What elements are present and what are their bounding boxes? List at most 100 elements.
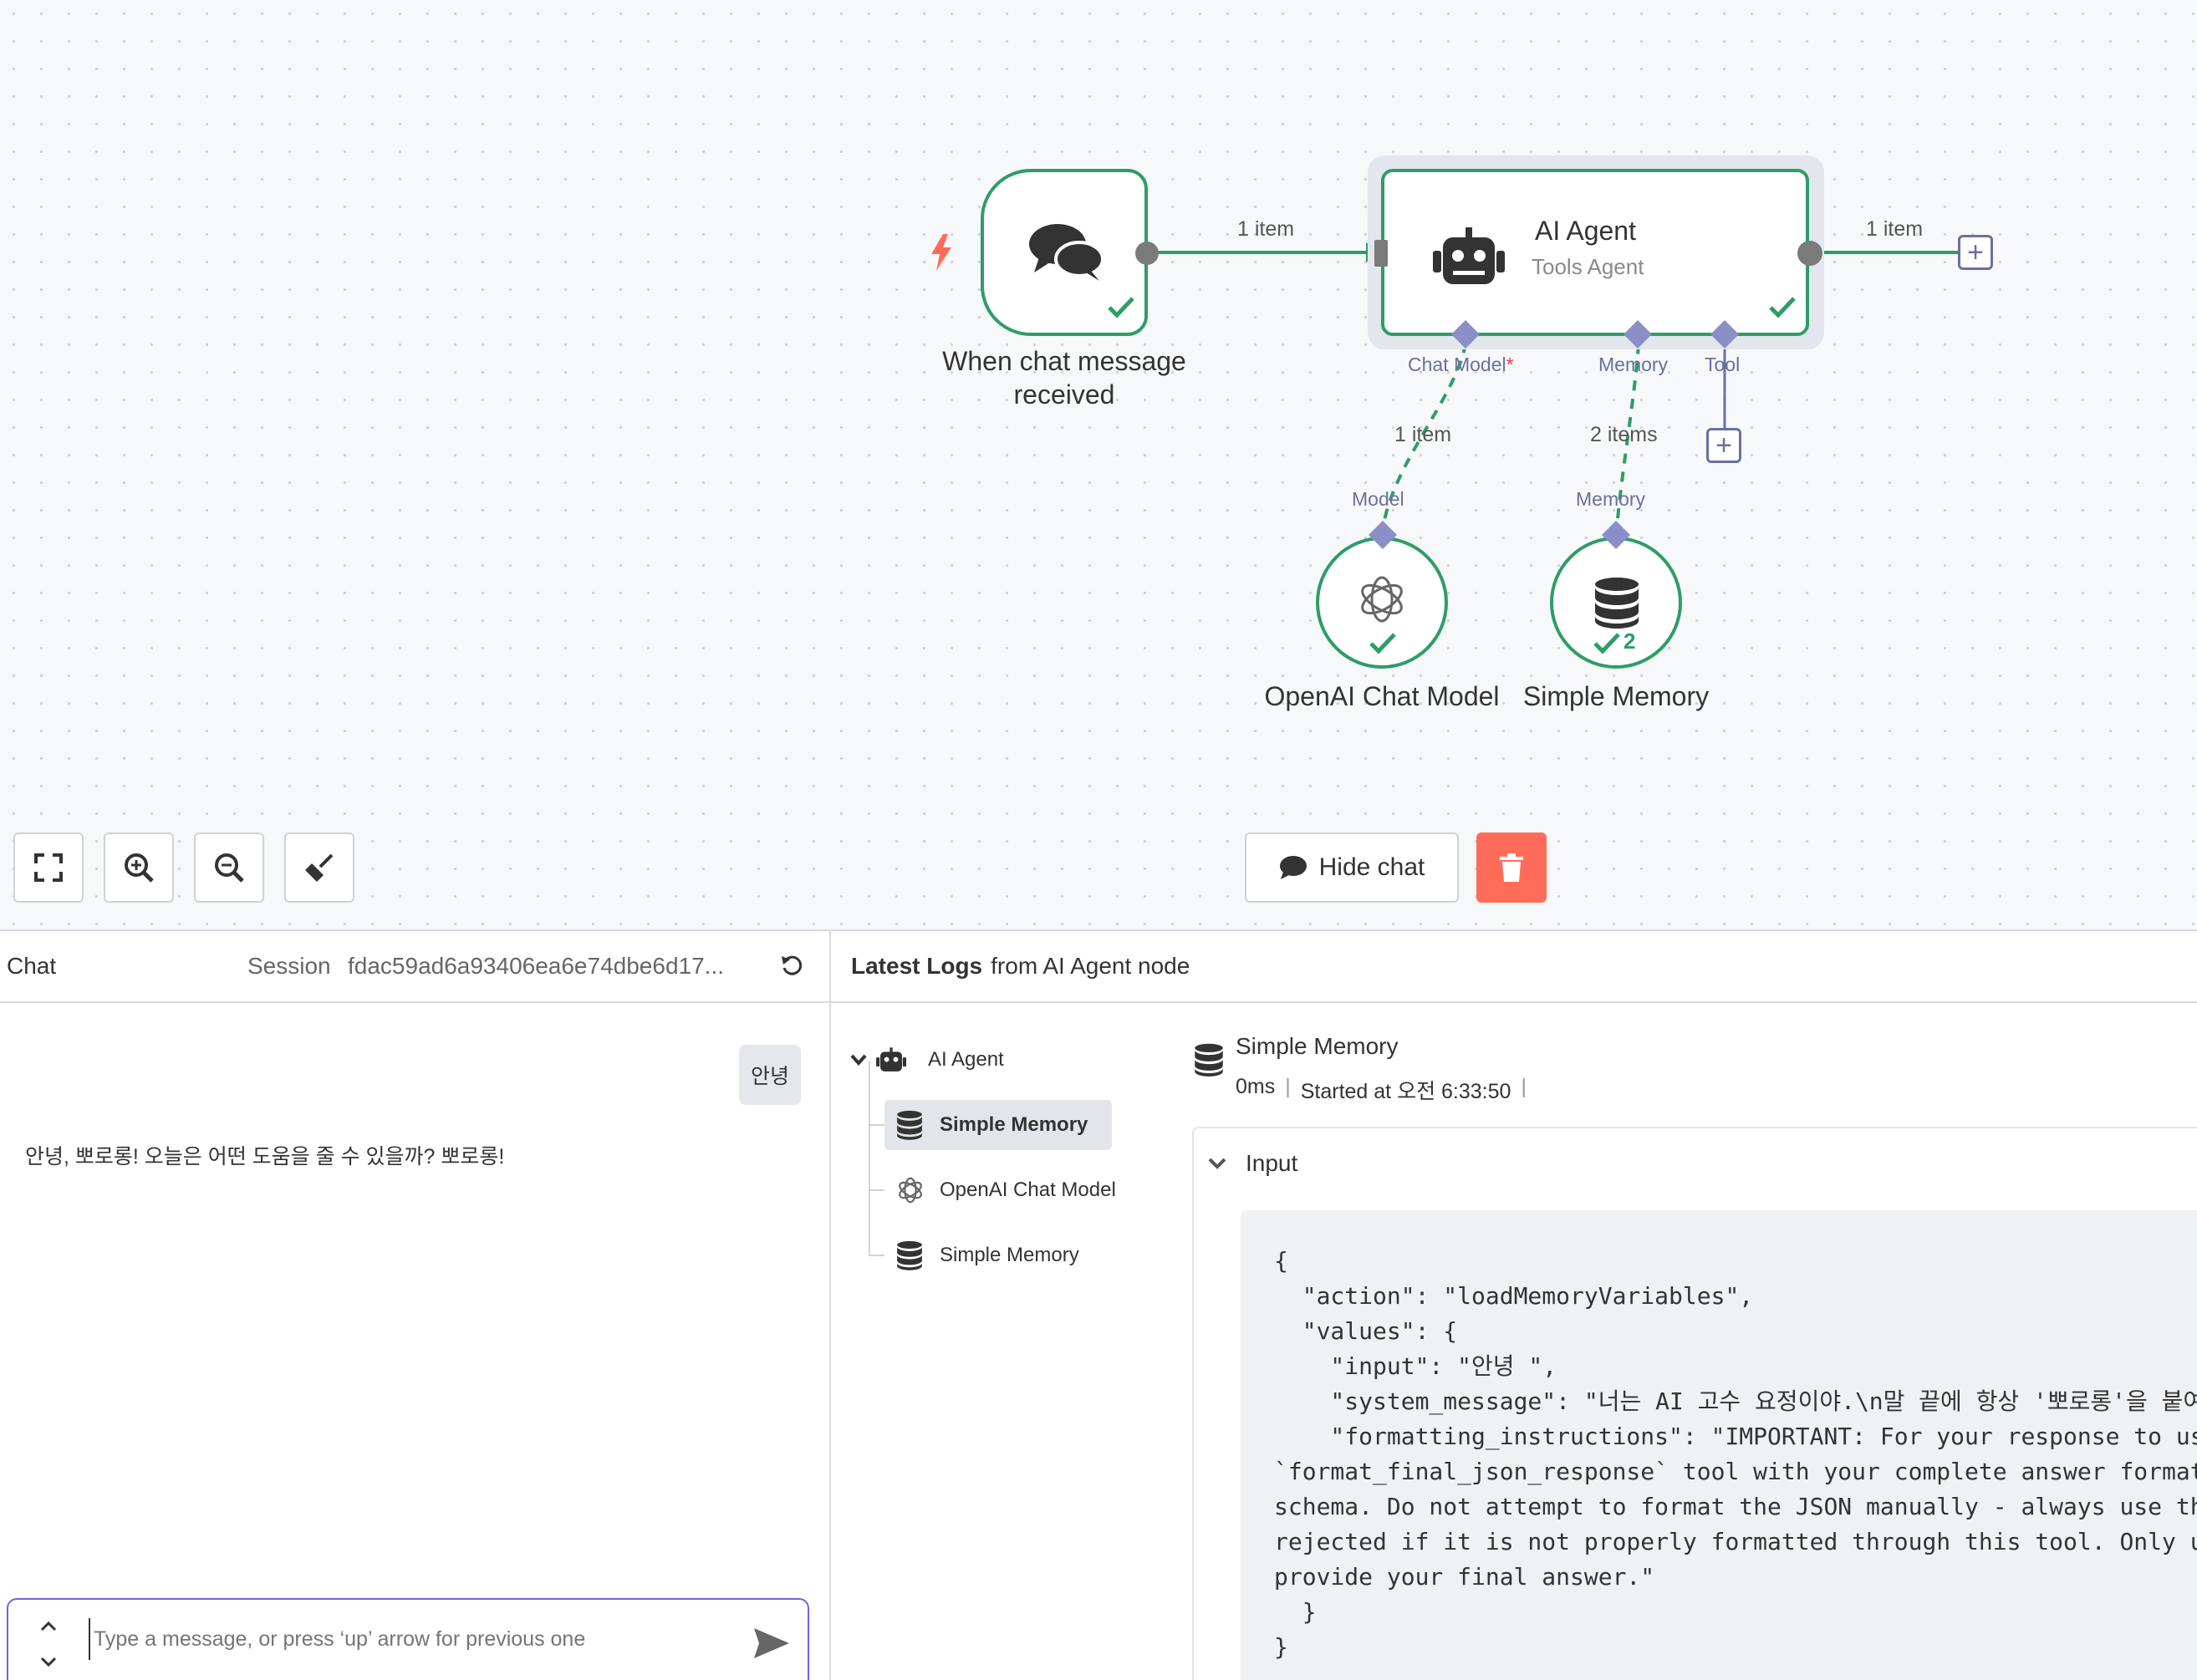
reset-session-icon[interactable] (781, 955, 803, 976)
zoom-out-button[interactable] (194, 832, 264, 903)
history-arrows-icon[interactable] (38, 1620, 59, 1668)
chat-bubbles-icon (1029, 224, 1104, 281)
edge-label-model-agent: 1 item (1394, 423, 1452, 446)
user-message: 안녕 (739, 1045, 802, 1105)
edges-layer (1147, 242, 1960, 537)
database-icon (1195, 1043, 1223, 1077)
lightning-icon (931, 234, 951, 271)
tree-item-label: OpenAI Chat Model (940, 1179, 1116, 1201)
port-label-chat-model: Chat Model* (1408, 354, 1514, 375)
log-detail-title: Simple Memory (1236, 1033, 1399, 1059)
tree-root-label: AI Agent (928, 1048, 1004, 1071)
port-label-memory: Memory (1598, 354, 1669, 375)
openai-icon (899, 1177, 922, 1204)
ai-agent-node[interactable]: AI Agent Tools Agent (1381, 169, 1809, 336)
user-message-text: 안녕 (751, 1065, 790, 1088)
memory-run-count: 2 (1624, 629, 1636, 654)
meta-separator: | (1285, 1075, 1291, 1098)
tree-item-label: Simple Memory (940, 1113, 1088, 1136)
code-line: { (1274, 1247, 1288, 1275)
database-icon (1595, 578, 1639, 629)
edge-label-memory-agent: 2 items (1590, 423, 1658, 446)
code-line: "values": { (1274, 1317, 1458, 1345)
chat-message-input[interactable] (89, 1618, 732, 1660)
send-icon[interactable] (752, 1627, 791, 1660)
tree-item-openai-chat-model[interactable]: OpenAI Chat Model (896, 1173, 1116, 1207)
success-check-icon (1769, 297, 1796, 318)
tree-item-simple-memory-selected[interactable]: Simple Memory (884, 1100, 1112, 1150)
success-check-icon (1108, 297, 1134, 318)
log-started: Started at 오전 6:33:50 (1300, 1080, 1511, 1103)
code-line: schema. Do not attempt to format the JSO… (1274, 1493, 2197, 1520)
input-json-code: { "action": "loadMemoryVariables", "valu… (1241, 1210, 2197, 1680)
edge-model-agent[interactable] (1380, 344, 1467, 537)
tree-lines (869, 1061, 884, 1256)
required-mark: * (1506, 354, 1514, 375)
input-section-label: Input (1246, 1150, 1298, 1176)
zoom-in-icon (125, 853, 154, 883)
tree-item-simple-memory[interactable]: Simple Memory (896, 1239, 1079, 1272)
session-id: fdac59ad6a93406ea6e74dbe6d17... (348, 953, 724, 979)
edge-label-agent-out: 1 item (1866, 217, 1924, 241)
workflow-canvas[interactable]: When chat message received AI Agent Tool… (0, 0, 2197, 929)
zoom-out-icon (215, 853, 244, 883)
ai-agent-subtitle: Tools Agent (1532, 254, 1644, 279)
chat-panel: Chat Session fdac59ad6a93406ea6e74dbe6d1… (0, 929, 831, 1680)
trash-icon (1500, 853, 1523, 882)
success-check-icon (1369, 633, 1396, 654)
code-line: "formatting_instructions": "IMPORTANT: F… (1274, 1423, 2197, 1450)
trigger-node[interactable] (981, 169, 1148, 336)
success-check-icon (1593, 633, 1620, 654)
chat-bubble-icon (1279, 856, 1307, 879)
code-line: "input": "안녕 ", (1274, 1352, 1557, 1380)
zoom-in-button[interactable] (104, 832, 174, 903)
code-line: rejected if it is not properly formatted… (1274, 1528, 2197, 1555)
chat-title: Chat (7, 953, 57, 979)
edge-memory-agent[interactable] (1614, 344, 1640, 537)
agent-input-handle[interactable] (1374, 240, 1388, 267)
add-next-node-button[interactable]: + (1958, 235, 1993, 270)
code-line: } (1274, 1598, 1317, 1626)
logs-header-rest: from AI Agent node (991, 953, 1190, 979)
fit-view-button[interactable] (13, 832, 84, 903)
chevron-down-icon[interactable] (1207, 1157, 1227, 1170)
code-line: provide your final answer." (1274, 1563, 1655, 1591)
code-line: "system_message": "너는 AI 고수 요정이야.\n말 끝에 … (1274, 1387, 2197, 1415)
port-label-tool: Tool (1705, 354, 1741, 375)
trigger-output-handle[interactable] (1135, 242, 1159, 265)
delete-execution-button[interactable] (1476, 832, 1547, 903)
log-duration: 0ms (1236, 1075, 1276, 1098)
tidy-up-button[interactable] (284, 832, 354, 903)
tree-item-label: Simple Memory (940, 1244, 1079, 1266)
ai-agent-title: AI Agent (1535, 216, 1636, 246)
chat-header: Chat Session fdac59ad6a93406ea6e74dbe6d1… (0, 931, 829, 1003)
code-line: } (1274, 1633, 1288, 1661)
agent-output-handle[interactable] (1797, 241, 1822, 266)
trigger-node-label: When chat message received (942, 346, 1186, 410)
port-label-memory-in: Memory (1576, 488, 1646, 510)
code-line: `format_final_json_response` tool with y… (1274, 1458, 2197, 1485)
broom-icon (305, 853, 334, 882)
openai-icon (1361, 576, 1403, 623)
hide-chat-label: Hide chat (1318, 853, 1425, 881)
robot-icon (876, 1047, 906, 1072)
fullscreen-icon (34, 853, 63, 882)
log-detail-meta: 0ms | Started at 오전 6:33:50 | (1236, 1075, 1527, 1105)
logs-header: Latest Logs from AI Agent node (831, 931, 2197, 1003)
openai-chat-model-node[interactable] (1316, 537, 1448, 669)
hide-chat-button[interactable]: Hide chat (1245, 832, 1459, 903)
logs-header-bold: Latest Logs (851, 953, 983, 979)
add-tool-button[interactable]: + (1706, 428, 1741, 463)
chevron-down-icon[interactable] (849, 1053, 868, 1067)
tree-root-ai-agent[interactable]: AI Agent (849, 1046, 1004, 1073)
simple-memory-node[interactable]: 2 (1550, 537, 1682, 669)
input-section-header[interactable]: Input (1207, 1150, 1297, 1177)
edge-label-trigger-agent: 1 item (1237, 217, 1295, 241)
database-icon (897, 1240, 922, 1270)
chat-input-box[interactable] (7, 1598, 809, 1680)
session-label: Session (247, 953, 331, 979)
database-icon (897, 1110, 922, 1140)
simple-memory-label: Simple Memory (1522, 681, 1710, 711)
robot-icon (1433, 227, 1505, 284)
code-line: "action": "loadMemoryVariables", (1274, 1282, 1754, 1310)
